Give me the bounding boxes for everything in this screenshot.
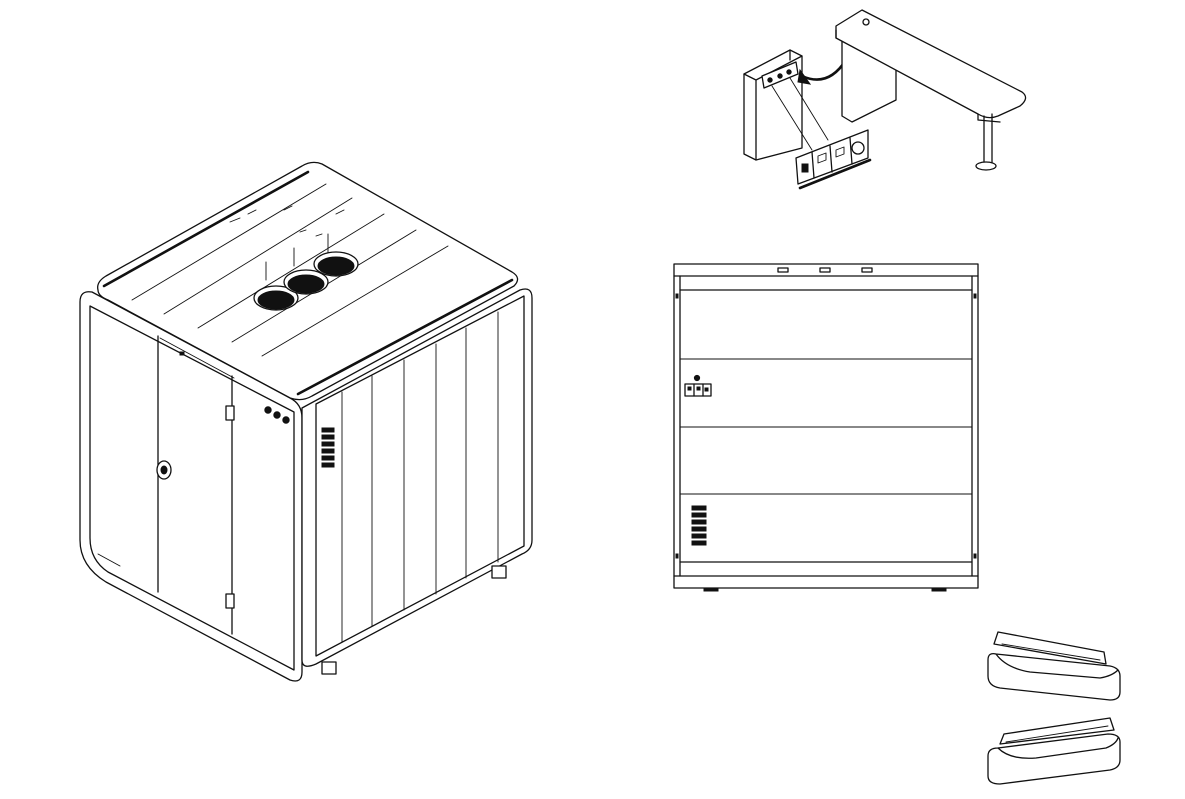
roof-rail-front [102,170,310,288]
socket-plate-label-strip [798,158,872,190]
door-handle-icon [156,460,172,480]
elevation-outline [673,263,979,589]
cushion-pair-view [987,631,1121,785]
panel-socket-strip-icon [761,61,799,89]
socket-callout-line [771,77,829,151]
elevation-bracket-top-right-icon [973,293,977,299]
elevation-panel-seams [679,358,973,495]
desk-leg-foot [975,161,997,171]
wall-panel-edge [743,49,803,161]
desk-cable-hole-icon [862,18,870,26]
usb-charger-icon [851,141,865,155]
booth-front-frame [79,291,303,682]
brand-plate-icon [97,553,121,567]
elevation-bracket-bottom-left-icon [675,553,679,559]
side-panel-seams [341,311,499,643]
control-buttons-icon [264,406,290,424]
elevation-top-band [673,275,979,291]
booth-foot-side-icon [491,565,507,579]
roof-install-marks [229,205,345,281]
roof-vent-group [253,251,359,311]
install-arrowhead-icon [797,68,812,85]
door-hinge-bottom-icon [225,593,235,609]
booth-right-inner [315,295,525,657]
roof-vent-2-icon [287,274,325,294]
desk-and-socket-panel-view [743,9,1027,190]
elevation-bottom-band [673,561,979,577]
data-port-icon [801,163,809,173]
socket-plate-exploded [795,129,872,190]
booth-door-seam [159,337,235,379]
install-arrow-icon [800,58,848,81]
booth-side-elevation-view [673,263,979,592]
door-hinge-top-icon [225,405,235,421]
cushion-top [987,631,1121,701]
elevation-side-posts [679,275,973,577]
elevation-feet [703,587,947,592]
elevation-vent-grille-icon [691,505,707,546]
roof-rail-right [296,278,514,396]
roof-vent-3-icon [317,256,355,276]
booth-front-inner [89,305,295,671]
elevation-roof-vents [777,267,873,273]
booth-isometric-view [79,161,533,682]
roof-panel-seams [131,183,449,357]
side-vent-grille-icon [321,427,335,468]
roof-vent-1-icon [257,290,295,310]
elevation-bracket-bottom-right-icon [973,553,977,559]
desk-top [835,9,1027,119]
elevation-socket-icon [684,374,712,397]
desk-leg [983,113,993,165]
elevation-bracket-top-left-icon [675,293,679,299]
cushion-bottom [987,717,1121,785]
power-socket-1-icon [817,152,827,164]
desk-top-thickness [835,29,1001,123]
booth-foot-front-icon [321,661,337,675]
door-indicator-icon [179,351,185,356]
power-socket-2-icon [835,146,845,158]
